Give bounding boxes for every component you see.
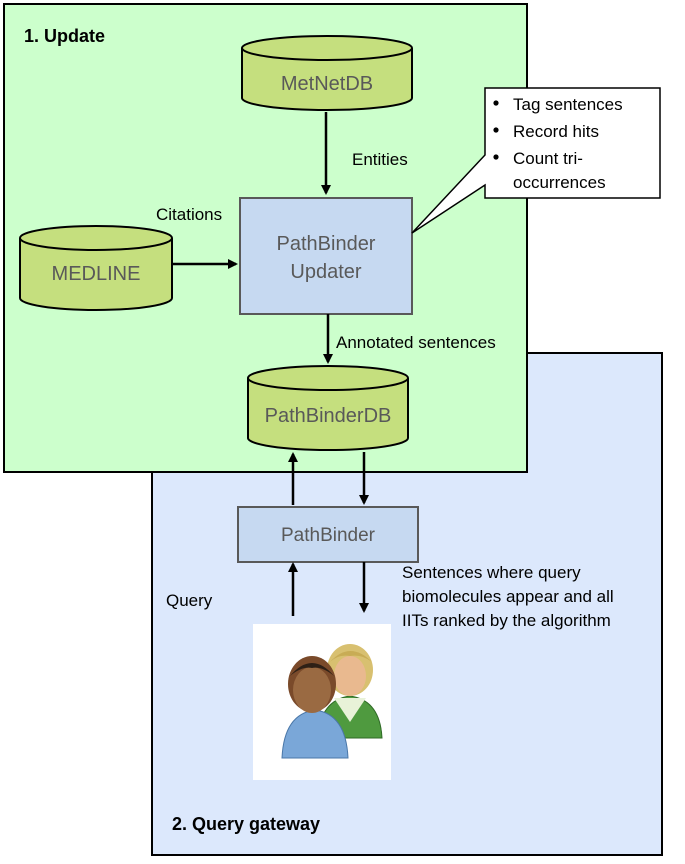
update-section-title: 1. Update — [24, 26, 105, 46]
medline-cylinder: MEDLINE — [19, 225, 173, 311]
entities-label: Entities — [352, 150, 408, 169]
pathbinderdb-label: PathBinderDB — [265, 405, 392, 427]
callout-item: Tag sentences — [513, 95, 623, 114]
medline-label: MEDLINE — [52, 263, 141, 285]
results-label-line2: biomolecules appear and all — [402, 587, 614, 606]
annotated-sentences-label: Annotated sentences — [336, 333, 496, 352]
pathbinder-box: PathBinder — [237, 506, 419, 563]
results-label-line3: IITs ranked by the algorithm — [402, 611, 611, 630]
pathbinderdb-cylinder: PathBinderDB — [247, 365, 409, 451]
updater-tasks-callout: Tag sentences Record hits Count tri- occ… — [411, 87, 661, 234]
metnetdb-label: MetNetDB — [281, 73, 373, 95]
results-label-line1: Sentences where query — [402, 563, 581, 582]
pathbinder-label: PathBinder — [281, 525, 376, 546]
query-gateway-section-title: 2. Query gateway — [172, 814, 320, 834]
bullet-icon — [493, 100, 499, 106]
callout-item: Record hits — [513, 122, 599, 141]
callout-item: Count tri- — [513, 149, 583, 168]
updater-label-line2: Updater — [290, 261, 361, 283]
callout-item-continuation: occurrences — [513, 173, 606, 192]
bullet-icon — [493, 154, 499, 160]
query-label: Query — [166, 591, 213, 610]
users-icon — [253, 624, 391, 780]
citations-label: Citations — [156, 205, 222, 224]
pathbinder-updater-box: PathBinder Updater — [239, 197, 413, 315]
updater-label-line1: PathBinder — [277, 233, 376, 255]
metnetdb-cylinder: MetNetDB — [241, 35, 413, 111]
bullet-icon — [493, 127, 499, 133]
